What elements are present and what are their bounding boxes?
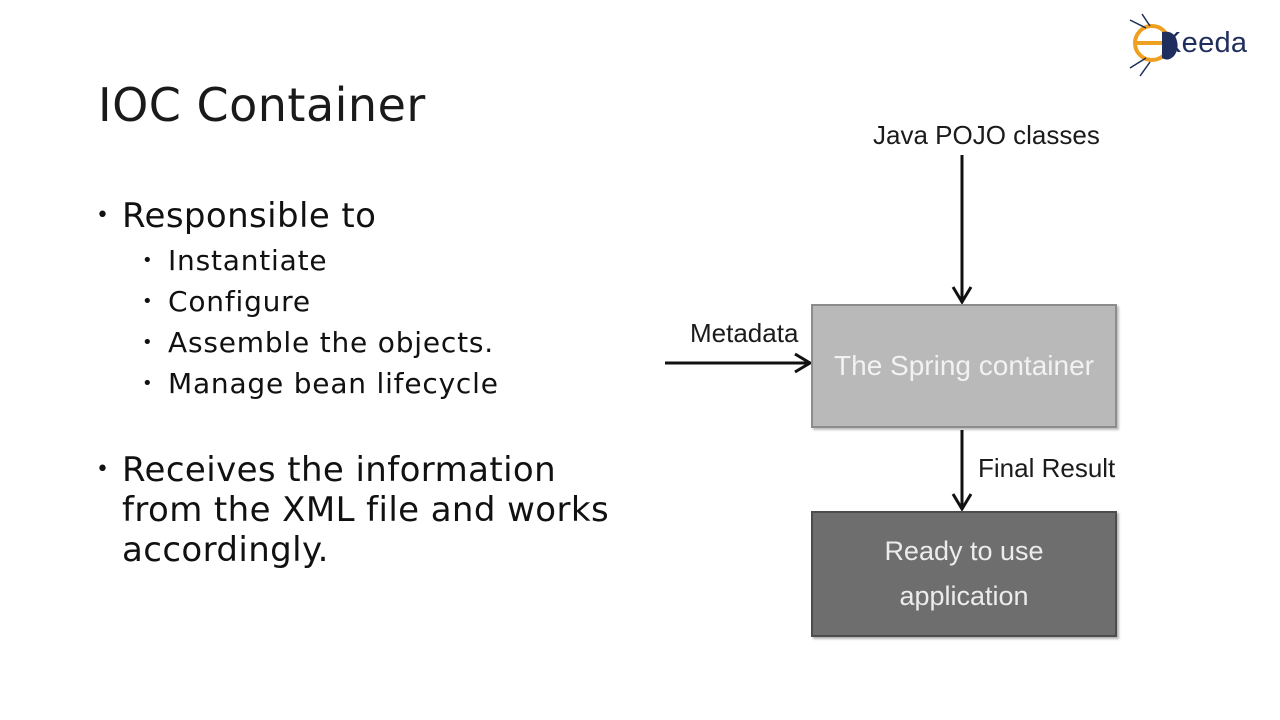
bullet-item: • Responsible to [96,196,636,236]
sub-bullet-item: • Manage bean lifecycle [142,363,636,404]
bullet-text: Receives the information from the XML fi… [122,450,610,570]
bullet-text: Responsible to [122,196,377,236]
bullet-dot-icon: • [142,291,154,312]
sub-bullet-item: • Instantiate [142,240,636,281]
arrowhead-down-icon [951,286,973,305]
e-keeda-logo-icon [1129,13,1178,77]
bullet-dot-icon: • [96,203,110,228]
ready-text-line2: application [899,581,1029,611]
label-final-result: Final Result [978,453,1116,483]
bullet-dot-icon: • [96,457,110,482]
spring-container-box: The Spring container [811,304,1117,428]
bullet-dot-icon: • [142,332,154,353]
bullet-dot-icon: • [142,373,154,394]
sub-bullet-item: • Assemble the objects. [142,322,636,363]
slide-title: IOC Container [98,78,426,132]
arrowhead-down-icon [951,493,973,512]
sub-bullet-text: Manage bean lifecycle [168,367,499,400]
bullet-list: • Responsible to • Instantiate • Configure… [96,196,636,570]
arrowhead-right-icon [794,352,813,374]
sub-bullet-item: • Configure [142,281,636,322]
logo-text: Keeda [1162,27,1248,59]
bullet-item: • Receives the information from the XML … [96,450,636,570]
sub-bullet-text: Assemble the objects. [168,326,494,359]
ready-text-line1: Ready to use [884,536,1044,566]
sub-bullet-text: Configure [168,285,311,318]
label-java-pojo: Java POJO classes [873,120,1100,150]
sub-bullet-text: Instantiate [168,244,328,277]
ready-application-box: Ready to use application [811,511,1117,637]
sub-bullet-list: • Instantiate • Configure • Assemble the ob… [142,240,636,404]
spring-container-text: The Spring container [834,350,1094,381]
bullet-dot-icon: • [142,250,154,271]
label-metadata: Metadata [690,318,799,348]
